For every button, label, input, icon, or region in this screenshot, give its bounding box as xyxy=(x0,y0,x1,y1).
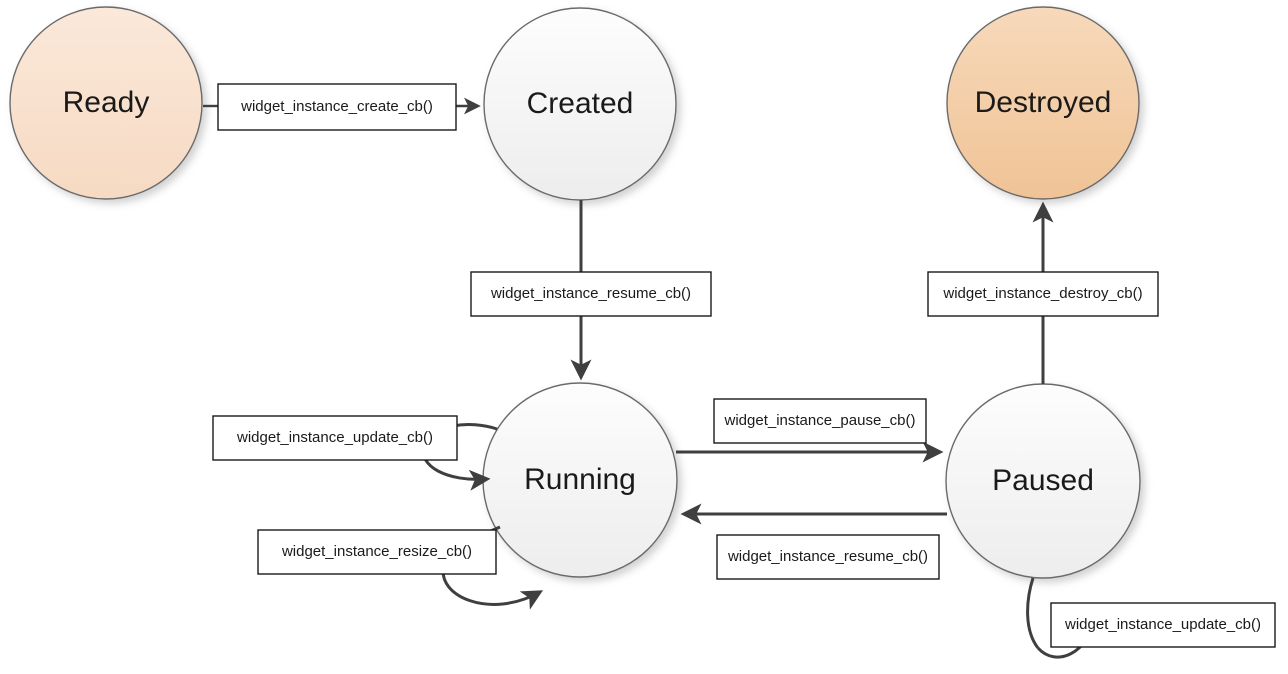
edge-path-update-paused-in xyxy=(1026,577,1040,649)
state-nodes-layer: Ready Created Destroyed Running Paused xyxy=(9,6,1141,579)
label-box-destroy xyxy=(927,271,1159,317)
label-text-update-running: widget_instance_update_cb() xyxy=(236,429,433,446)
state-label-created: Created xyxy=(527,87,634,120)
label-text-resume-paused: widget_instance_resume_cb() xyxy=(727,548,928,565)
transition-label-destroy[interactable]: widget_instance_destroy_cb() xyxy=(927,271,1159,317)
label-box-pause xyxy=(713,398,927,444)
edge-path-resize-running-out xyxy=(441,565,544,610)
label-text-pause: widget_instance_pause_cb() xyxy=(724,412,916,429)
transition-labels-layer: widget_instance_create_cb() widget_insta… xyxy=(212,83,1276,648)
state-label-running: Running xyxy=(524,463,636,496)
transition-label-create[interactable]: widget_instance_create_cb() xyxy=(217,83,457,131)
state-node-running[interactable]: Running xyxy=(482,382,678,578)
state-node-created[interactable]: Created xyxy=(483,7,677,201)
state-label-ready: Ready xyxy=(63,86,150,119)
transition-label-resume-paused[interactable]: widget_instance_resume_cb() xyxy=(716,534,940,580)
state-circle-ready[interactable] xyxy=(9,6,203,200)
label-text-resume-created: widget_instance_resume_cb() xyxy=(490,285,691,302)
label-text-create: widget_instance_create_cb() xyxy=(240,98,433,115)
transition-label-resize-running[interactable]: widget_instance_resize_cb() xyxy=(257,529,497,575)
state-node-ready[interactable]: Ready xyxy=(9,6,203,200)
label-box-create xyxy=(217,83,457,131)
label-text-update-paused: widget_instance_update_cb() xyxy=(1064,616,1261,633)
label-box-update-running xyxy=(212,415,458,461)
label-box-resize-running xyxy=(257,529,497,575)
label-box-resume-paused xyxy=(716,534,940,580)
state-label-paused: Paused xyxy=(992,464,1094,497)
state-node-paused[interactable]: Paused xyxy=(945,383,1141,579)
state-node-destroyed[interactable]: Destroyed xyxy=(946,6,1140,200)
label-text-destroy: widget_instance_destroy_cb() xyxy=(942,285,1142,302)
label-text-resize-running: widget_instance_resize_cb() xyxy=(281,543,472,560)
transition-label-resume-created[interactable]: widget_instance_resume_cb() xyxy=(470,271,712,317)
label-box-update-paused xyxy=(1050,602,1276,648)
state-label-destroyed: Destroyed xyxy=(975,86,1112,119)
transition-label-update-paused[interactable]: widget_instance_update_cb() xyxy=(1050,602,1276,648)
transition-label-update-running[interactable]: widget_instance_update_cb() xyxy=(212,415,458,461)
transition-label-pause[interactable]: widget_instance_pause_cb() xyxy=(713,398,927,444)
label-box-resume-created xyxy=(470,271,712,317)
state-circle-destroyed[interactable] xyxy=(946,6,1140,200)
